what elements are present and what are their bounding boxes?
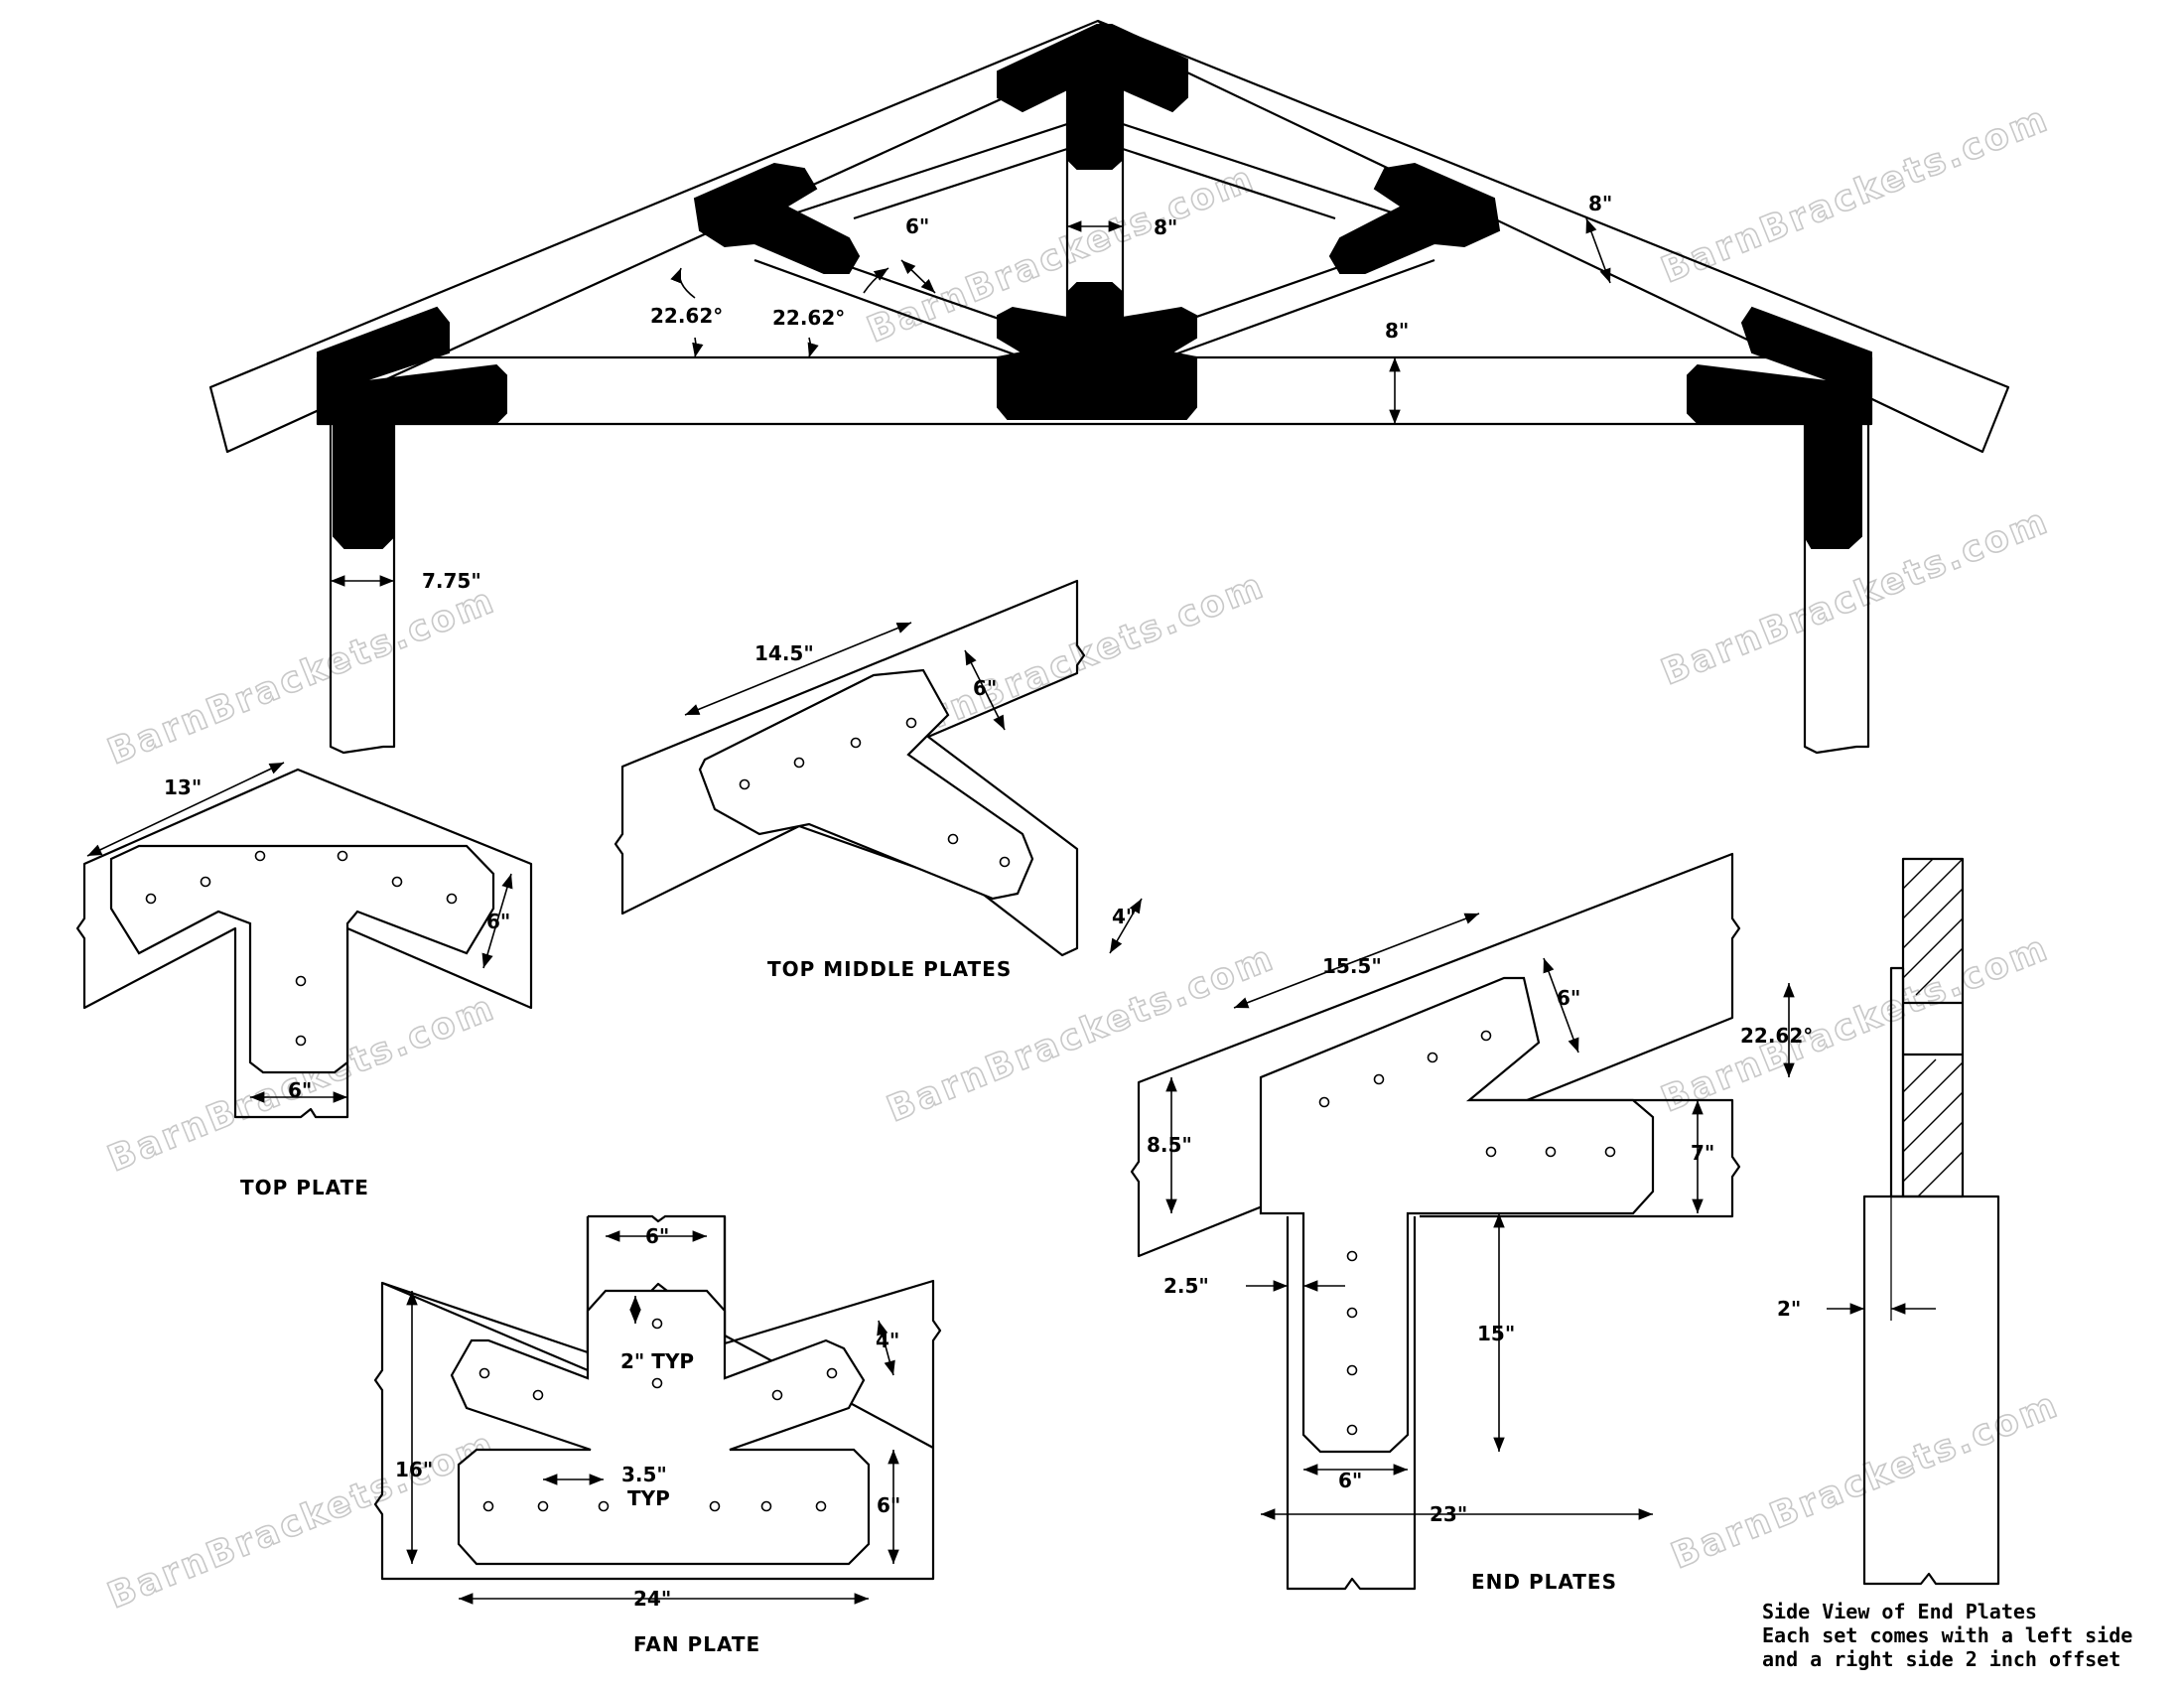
side-view-note-line: Side View of End Plates [1762,1600,2037,1623]
side-offset-label: 2" [1777,1297,1801,1321]
watermark: BarnBrackets.com [1656,98,2055,291]
side-view-hatching [1902,858,1964,1197]
end-post-width-label: 6" [1338,1469,1362,1492]
top-plate-length-label: 13" [164,775,202,799]
side-view-post [1862,1195,2000,1586]
fan-bracket [997,282,1197,420]
side-view-note-line: and a right side 2 inch offset [1762,1647,2120,1671]
right-rafter [1097,19,2010,454]
top-plate-bracket [997,24,1188,170]
web-width-label: 6" [905,214,929,238]
watermark: BarnBrackets.com [1666,1384,2065,1577]
right-web-upper [1122,122,1396,220]
fan-length-label: 24" [633,1587,671,1611]
end-total-length-label: 23" [1430,1502,1467,1526]
left-web-upper [793,122,1068,220]
top-middle-outline [614,579,1086,957]
top-middle-length-label: 14.5" [754,641,814,665]
left-angle-label: 22.62° [650,304,723,328]
fan-plate-caption: FAN PLATE [633,1632,760,1656]
end-plate-post [1286,1216,1417,1591]
watermark: BarnBrackets.com [102,580,501,773]
top-plate-bolts [145,850,458,1047]
fan-bolt-spacing-label: 3.5" [621,1463,667,1486]
top-plate-outline [75,768,533,1119]
fan-brace-width-label: 4" [876,1329,899,1352]
end-rafter-length-label: 15.5" [1322,954,1382,978]
end-plate-bracket-shape [1259,976,1655,1454]
end-plate-rafter [1130,852,1741,1258]
top-middle-brace-width-label: 4" [1112,905,1136,928]
left-end-bracket [317,306,507,549]
end-plate-beam [1420,1098,1741,1218]
fan-bolt-spacing-typ-label: TYP [627,1486,670,1510]
fan-bolt-offset-label: 2" TYP [620,1349,694,1373]
top-middle-arm-width-label: 6" [973,676,997,700]
fan-plate-bolts [478,1318,838,1512]
top-plate-bracket-shape [109,844,495,1074]
post-width-label: 7.75" [422,569,481,593]
end-beam-width-label: 7" [1691,1141,1714,1165]
tie-beam-depth-label: 8" [1385,319,1409,343]
right-end-bracket [1687,306,1872,549]
fan-plate-bracket-shape [450,1289,871,1566]
top-plate-arm-width-label: 6" [486,910,510,933]
top-middle-plates-detail: 14.5" 6" 4" TOP MIDDLE PLATES [614,579,1143,981]
end-plates-caption: END PLATES [1471,1570,1617,1594]
top-plate-caption: TOP PLATE [240,1176,369,1199]
fan-plate-detail: 6" 2" TYP 3.5" TYP 4" 16" 6" 24" FAN PLA… [373,1214,942,1656]
watermark: BarnBrackets.com [102,1424,501,1617]
right-post [1803,424,1870,755]
fan-height-label: 16" [395,1458,433,1481]
truss-elevation [208,19,2010,755]
end-post-offset-label: 2.5" [1163,1274,1209,1298]
end-rafter-width-label: 6" [1557,986,1580,1010]
end-plate-bolts [1318,1030,1616,1436]
left-middle-bracket [693,162,861,274]
right-middle-bracket [1328,162,1501,274]
end-plate-height-label: 8.5" [1147,1133,1192,1157]
end-plates-detail: 15.5" 6" 22.62° 8.5" 7" 2.5" 15" 6" 23" … [1130,852,1813,1594]
top-middle-bolts [739,717,1011,868]
end-angle-label: 22.62° [1740,1024,1813,1048]
rafter-depth-label: 8" [1588,192,1612,215]
end-post-length-label: 15" [1477,1322,1515,1345]
top-plate-detail: 13" 6" 6" TOP PLATE [75,762,533,1199]
top-middle-caption: TOP MIDDLE PLATES [767,957,1012,981]
left-post [329,424,396,755]
king-post-width-label: 8" [1154,215,1177,239]
top-plate-stem-width-label: 6" [288,1078,312,1102]
side-view-note-line: Each set comes with a left side [1762,1623,2132,1647]
truss-dimensions: 7.75" 8" 6" 8" 8" 22.62° 22.62° [330,192,1612,593]
fan-bottom-width-label: 6" [877,1493,900,1517]
right-angle-label: 22.62° [772,306,845,330]
side-view-detail: 2" Side View of End Plates Each set come… [1762,857,2132,1671]
fan-stem-width-label: 6" [645,1224,669,1248]
